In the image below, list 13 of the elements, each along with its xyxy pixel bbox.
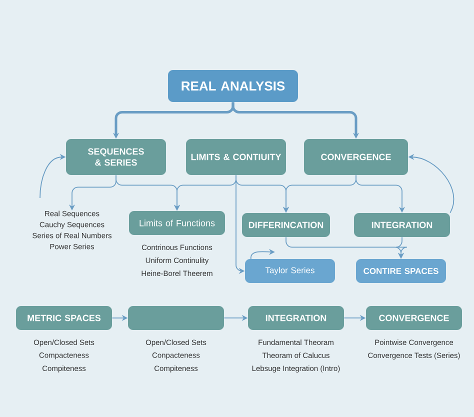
title-box: REAL ANALYSIS <box>168 70 298 102</box>
topic-box: Limits of Functions <box>129 211 225 235</box>
topic-box: SEQUENCES & SERIES <box>66 139 166 175</box>
topic-box: CONVERGENCE <box>304 139 408 175</box>
topic-box: Taylor Series <box>245 258 335 283</box>
topic-box: DIFFERINCATION <box>242 213 330 237</box>
topic-box: INTEGRATION <box>354 213 450 237</box>
topic-box: LIMITS & CONTIUITY <box>186 139 286 175</box>
topic-box: CONVERGENCE <box>366 306 462 330</box>
topic-box: METRIC SPACES <box>16 306 112 330</box>
topic-box: INTEGRATION <box>248 306 344 330</box>
topic-box: CONTIRE SPACES <box>356 258 446 283</box>
empty-box <box>128 306 224 330</box>
